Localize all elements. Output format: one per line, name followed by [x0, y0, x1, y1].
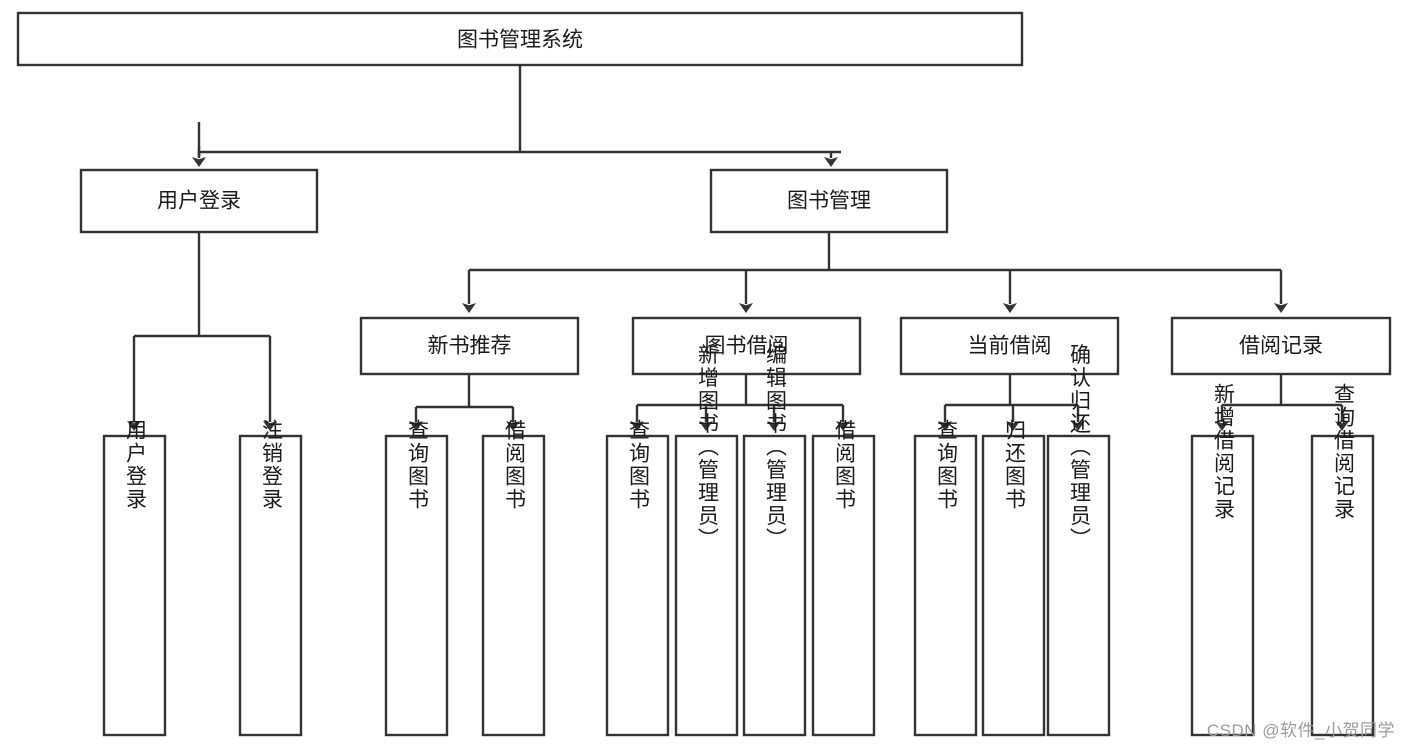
node-leaf-edit-book-label: 编辑图书（管理员）	[763, 344, 787, 551]
node-leaf-user-login[interactable]: 用户登录	[102, 419, 167, 737]
node-new-book-recommend-box[interactable]	[359, 316, 580, 376]
node-leaf-user-logout[interactable]: 注销登录	[238, 419, 303, 737]
connector-group-borrow-record	[1215, 374, 1349, 431]
node-leaf-query-book-3-label: 查询图书	[934, 419, 958, 511]
node-book-manage-box[interactable]	[709, 168, 949, 234]
node-leaf-return-book-box[interactable]	[981, 434, 1046, 737]
node-leaf-add-record-label: 新增借阅记录	[1211, 383, 1235, 521]
node-leaf-user-login-box[interactable]	[102, 434, 167, 737]
node-book-manage[interactable]: 图书管理	[709, 168, 949, 234]
node-book-borrow-label: 图书借阅	[705, 335, 789, 358]
node-leaf-add-record-box[interactable]	[1190, 434, 1255, 737]
connector-group-book-borrow	[630, 374, 850, 431]
connector-group-root	[192, 65, 841, 167]
connector-group-book-manage	[462, 232, 1288, 313]
node-leaf-query-book-2-box[interactable]	[605, 434, 670, 737]
node-new-book-recommend[interactable]: 新书推荐	[359, 316, 580, 376]
node-leaf-query-book-1[interactable]: 查询图书	[384, 419, 449, 737]
node-current-borrow[interactable]: 当前借阅	[899, 316, 1120, 376]
node-leaf-add-book-label: 新增图书（管理员）	[695, 344, 719, 551]
node-leaf-confirm-return-label: 确认归还（管理员）	[1067, 344, 1091, 551]
node-leaf-user-login-label: 用户登录	[123, 419, 147, 511]
node-leaf-borrow-book-1-box[interactable]	[481, 434, 546, 737]
node-leaf-confirm-return-box[interactable]	[1046, 434, 1111, 737]
node-leaf-borrow-book-1[interactable]: 借阅图书	[481, 419, 546, 737]
node-root-label: 图书管理系统	[457, 29, 583, 52]
node-leaf-query-book-3-box[interactable]	[913, 434, 978, 737]
node-book-borrow[interactable]: 图书借阅	[631, 316, 862, 376]
node-leaf-borrow-book-2-label: 借阅图书	[832, 419, 856, 511]
node-leaf-add-record[interactable]: 新增借阅记录	[1190, 383, 1255, 737]
node-leaf-query-record[interactable]: 查询借阅记录	[1310, 383, 1375, 737]
node-leaf-add-book[interactable]: 新增图书（管理员）	[674, 344, 739, 737]
node-current-borrow-box[interactable]	[899, 316, 1120, 376]
node-borrow-record-label: 借阅记录	[1239, 335, 1323, 358]
node-borrow-record-box[interactable]	[1170, 316, 1392, 376]
node-root[interactable]: 图书管理系统	[16, 11, 1024, 67]
node-leaf-add-book-box[interactable]	[674, 434, 739, 737]
node-book-borrow-box[interactable]	[631, 316, 862, 376]
connector-group-new-book	[409, 374, 520, 431]
connector-group-user-login	[127, 232, 277, 431]
node-leaf-borrow-book-1-label: 借阅图书	[502, 419, 526, 511]
node-leaf-return-book-label: 归还图书	[1002, 419, 1026, 511]
node-user-login-label: 用户登录	[157, 190, 241, 213]
node-new-book-recommend-label: 新书推荐	[428, 335, 512, 358]
node-root-box[interactable]	[16, 11, 1024, 67]
node-user-login[interactable]: 用户登录	[79, 168, 319, 234]
node-leaf-borrow-book-2-box[interactable]	[811, 434, 876, 737]
node-user-login-box[interactable]	[79, 168, 319, 234]
node-current-borrow-label: 当前借阅	[968, 335, 1052, 358]
node-leaf-borrow-book-2[interactable]: 借阅图书	[811, 419, 876, 737]
node-leaf-edit-book-box[interactable]	[742, 434, 807, 737]
node-leaf-edit-book[interactable]: 编辑图书（管理员）	[742, 344, 807, 737]
node-leaf-user-logout-label: 注销登录	[259, 419, 283, 511]
node-leaf-query-book-3[interactable]: 查询图书	[913, 419, 978, 737]
node-leaf-query-book-2-label: 查询图书	[626, 419, 650, 511]
node-leaf-query-book-1-label: 查询图书	[405, 419, 429, 511]
node-leaf-query-record-box[interactable]	[1310, 434, 1375, 737]
node-leaf-query-record-label: 查询借阅记录	[1331, 383, 1355, 521]
node-borrow-record[interactable]: 借阅记录	[1170, 316, 1392, 376]
node-leaf-query-book-1-box[interactable]	[384, 434, 449, 737]
node-leaf-user-logout-box[interactable]	[238, 434, 303, 737]
node-leaf-query-book-2[interactable]: 查询图书	[605, 419, 670, 737]
node-leaf-return-book[interactable]: 归还图书	[981, 419, 1046, 737]
node-leaf-confirm-return[interactable]: 确认归还（管理员）	[1046, 344, 1111, 737]
node-book-manage-label: 图书管理	[787, 190, 871, 213]
connector-group-current-borrow	[938, 374, 1085, 431]
